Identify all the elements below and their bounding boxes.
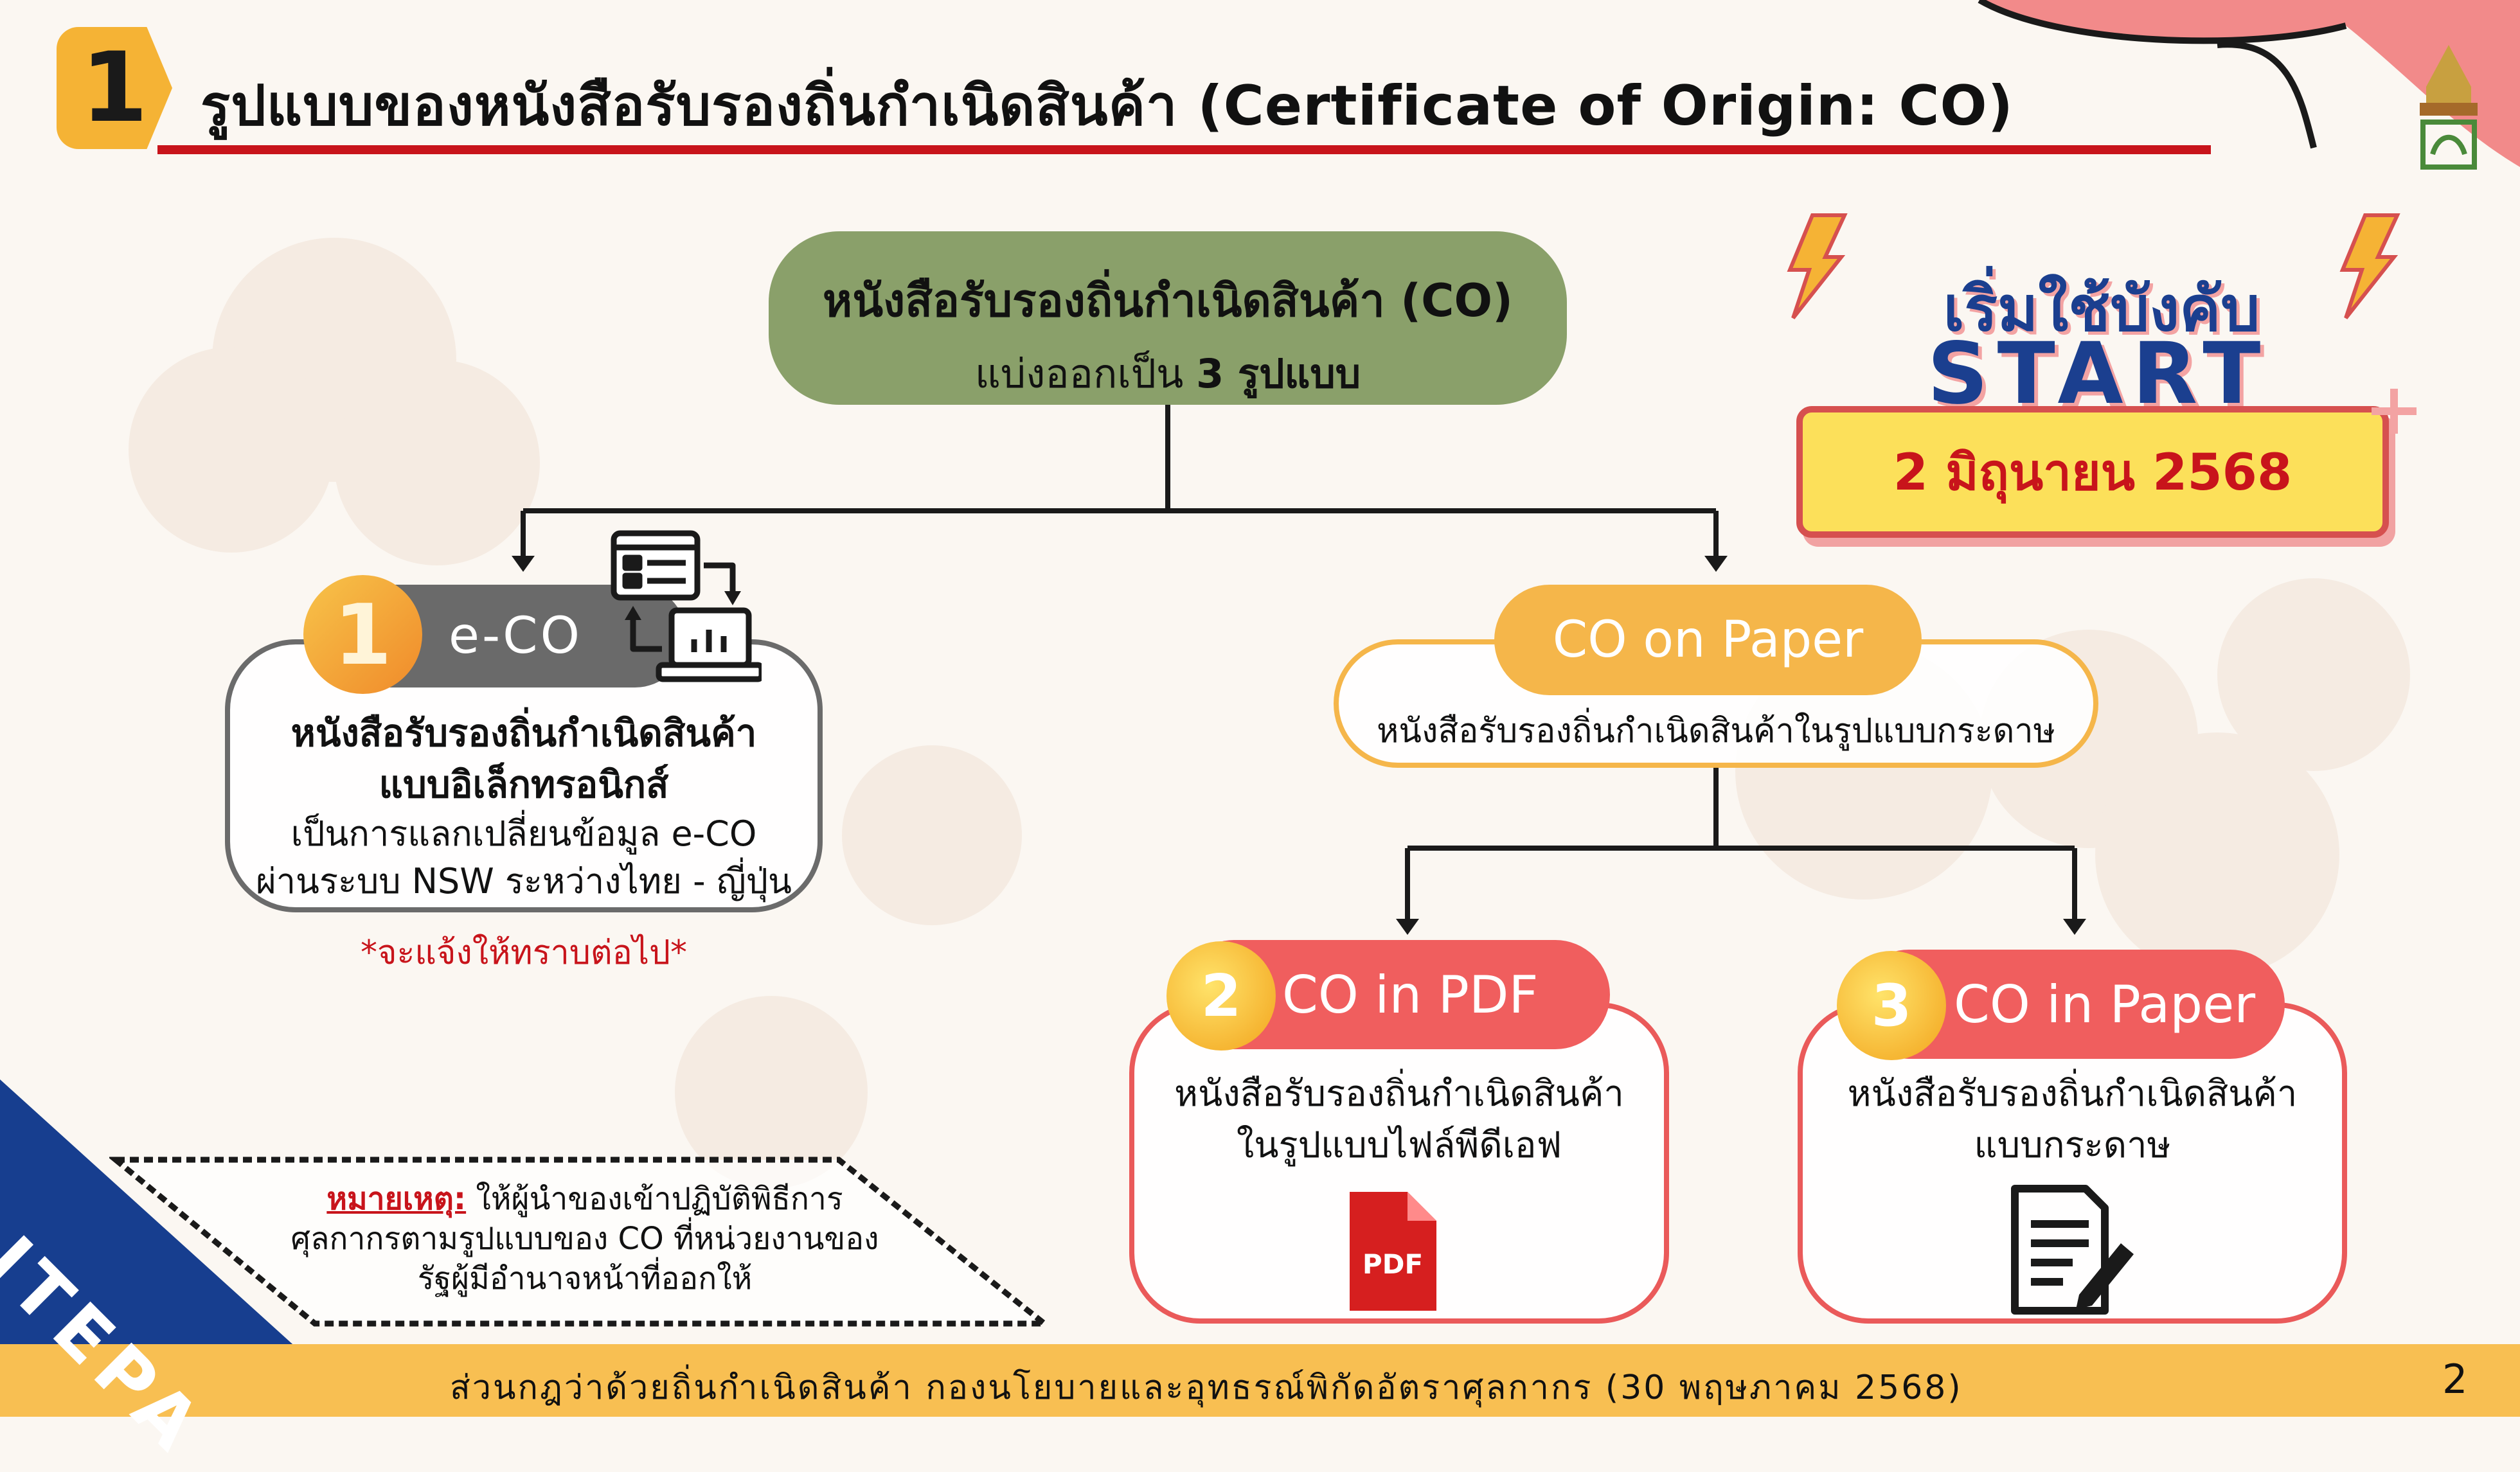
lightning-left-icon	[1787, 213, 1848, 319]
pdf-icon-label: PDF	[1363, 1248, 1423, 1280]
page-number: 2	[2442, 1356, 2468, 1403]
section-number-badge: 1	[57, 27, 172, 149]
remark-label: หมายเหตุ:	[326, 1181, 467, 1217]
co-paper-number-circle: 3	[1837, 951, 1946, 1060]
root-node-co: หนังสือรับรองถิ่นกำเนิดสินค้า (CO) แบ่งอ…	[769, 231, 1567, 405]
co-on-paper-pill: CO on Paper	[1494, 585, 1922, 695]
co-pdf-desc-1: หนังสือรับรองถิ่นกำเนิดสินค้า	[1174, 1073, 1624, 1115]
sparkle-plus-icon	[2372, 389, 2417, 434]
eco-desc-bold-2: แบบอิเล็กทรอนิกส์	[379, 763, 669, 806]
eco-note: *จะแจ้งให้ทราบต่อไป*	[360, 934, 687, 972]
remark-note: หมายเหตุ: ให้ผู้นำของเข้าปฏิบัติพิธีการ …	[290, 1181, 879, 1297]
co-pdf-desc-2: ในรูปแบบไฟล์พีดีเอฟ	[1236, 1124, 1562, 1166]
data-exchange-icon	[611, 530, 762, 682]
page-title: รูปแบบของหนังสือรับรองถิ่นกำเนิดสินค้า (…	[201, 74, 2014, 138]
co-on-paper-desc: หนังสือรับรองถิ่นกำเนิดสินค้าในรูปแบบกระ…	[1377, 712, 2055, 750]
paper-document-icon	[2011, 1185, 2134, 1315]
lightning-right-icon	[2339, 213, 2400, 319]
title-underline	[157, 145, 2211, 154]
root-node-title: หนังสือรับรองถิ่นกำเนิดสินค้า (CO)	[823, 274, 1513, 327]
eco-desc-1: เป็นการแลกเปลี่ยนข้อมูล e-CO	[290, 813, 757, 854]
eco-number-circle: 1	[303, 575, 422, 694]
footer-bar	[0, 1344, 2520, 1417]
remark-frame	[109, 1157, 1053, 1327]
eco-desc-bold-1: หนังสือรับรองถิ่นกำเนิดสินค้า	[290, 711, 757, 755]
co-paper-desc-2: แบบกระดาษ	[1974, 1124, 2171, 1166]
customs-logo-icon	[2420, 45, 2478, 170]
footer-text: ส่วนกฎว่าด้วยถิ่นกำเนิดสินค้า กองนโยบายแ…	[450, 1369, 1963, 1407]
tree-connectors	[512, 405, 2086, 935]
root-node-subtitle: แบ่งออกเป็น 3 รูปแบบ	[974, 350, 1361, 397]
co-paper-desc-1: หนังสือรับรองถิ่นกำเนิดสินค้า	[1847, 1073, 2298, 1115]
pdf-file-icon: PDF	[1350, 1192, 1436, 1311]
eco-desc-2: ผ่านระบบ NSW ระหว่างไทย - ญี่ปุ่น	[256, 861, 792, 901]
co-pdf-number-circle: 2	[1166, 941, 1276, 1051]
start-thai-label: เริ่มใช้บังคับ	[1943, 273, 2260, 345]
effective-date-box: 2 มิถุนายน 2568	[1796, 406, 2389, 538]
